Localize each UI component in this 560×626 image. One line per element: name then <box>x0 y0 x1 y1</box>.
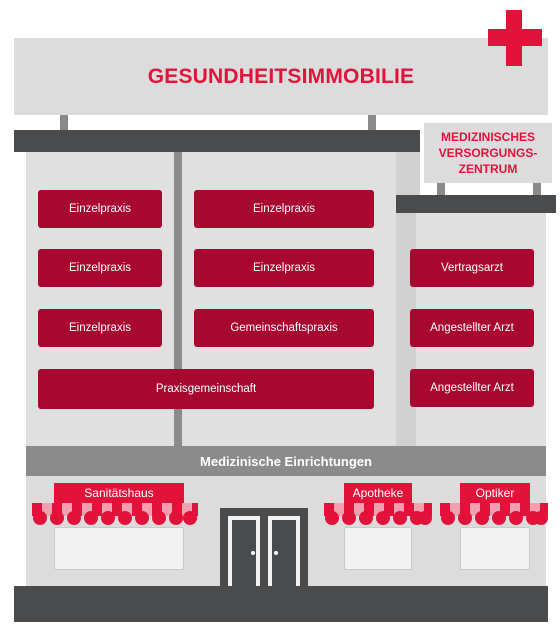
main-roof <box>14 130 420 152</box>
shop-sign-2-label: Apotheke <box>352 486 404 500</box>
office-left-3: Einzelpraxis <box>38 309 162 347</box>
office-right-2: Angestellter Arzt <box>410 309 534 347</box>
shop-sign-2: Apotheke <box>344 483 412 503</box>
office-right-3-label: Angestellter Arzt <box>430 382 514 394</box>
door-knob-left <box>251 551 255 555</box>
mvz-post-right <box>533 183 541 195</box>
office-mid-1-label: Einzelpraxis <box>253 203 315 215</box>
office-right-1-label: Vertragsarzt <box>441 262 503 274</box>
facade-divider <box>174 152 182 446</box>
office-right-2-label: Angestellter Arzt <box>430 322 514 334</box>
sign-post-left <box>60 115 68 131</box>
office-left-1: Einzelpraxis <box>38 190 162 228</box>
mvz-sign: MEDIZINISCHES VERSORGUNGS- ZENTRUM <box>424 123 552 183</box>
office-wide-label: Praxisgemeinschaft <box>155 383 257 395</box>
awning-icon-3 <box>440 503 548 525</box>
office-left-3-label: Einzelpraxis <box>69 322 131 334</box>
shop-sign-3: Optiker <box>460 483 530 503</box>
shop-window-1 <box>54 527 184 570</box>
mvz-post-left <box>437 183 445 195</box>
awning-icon-2 <box>324 503 432 525</box>
office-left-2: Einzelpraxis <box>38 249 162 287</box>
awning-icon-1 <box>32 503 198 525</box>
shop-sign-1: Sanitätshaus <box>54 483 184 503</box>
ground-floor-band: Medizinische Einrichtungen <box>26 446 546 476</box>
office-right-1: Vertragsarzt <box>410 249 534 287</box>
office-mid-3: Gemeinschaftspraxis <box>194 309 374 347</box>
red-cross-horizontal <box>488 29 542 46</box>
office-right-3: Angestellter Arzt <box>410 369 534 407</box>
shop-sign-3-label: Optiker <box>475 486 515 500</box>
ground-floor-band-label: Medizinische Einrichtungen <box>200 453 372 469</box>
office-wide: Praxisgemeinschaft <box>38 369 374 409</box>
office-left-1-label: Einzelpraxis <box>69 203 131 215</box>
door-knob-right <box>274 551 278 555</box>
office-left-2-label: Einzelpraxis <box>69 262 131 274</box>
annex-roof <box>396 195 556 213</box>
sign-post-right <box>368 115 376 131</box>
main-sign: GESUNDHEITSIMMOBILIE <box>14 38 548 115</box>
office-mid-3-label: Gemeinschaftspraxis <box>230 322 338 334</box>
mvz-sign-text: MEDIZINISCHES VERSORGUNGS- ZENTRUM <box>438 130 538 176</box>
office-mid-2-label: Einzelpraxis <box>253 262 315 274</box>
building-base <box>14 586 548 622</box>
shop-window-2 <box>344 527 412 570</box>
main-sign-title: GESUNDHEITSIMMOBILIE <box>147 64 415 88</box>
office-mid-1: Einzelpraxis <box>194 190 374 228</box>
shop-sign-1-label: Sanitätshaus <box>84 486 154 500</box>
shop-window-3 <box>460 527 530 570</box>
office-mid-2: Einzelpraxis <box>194 249 374 287</box>
